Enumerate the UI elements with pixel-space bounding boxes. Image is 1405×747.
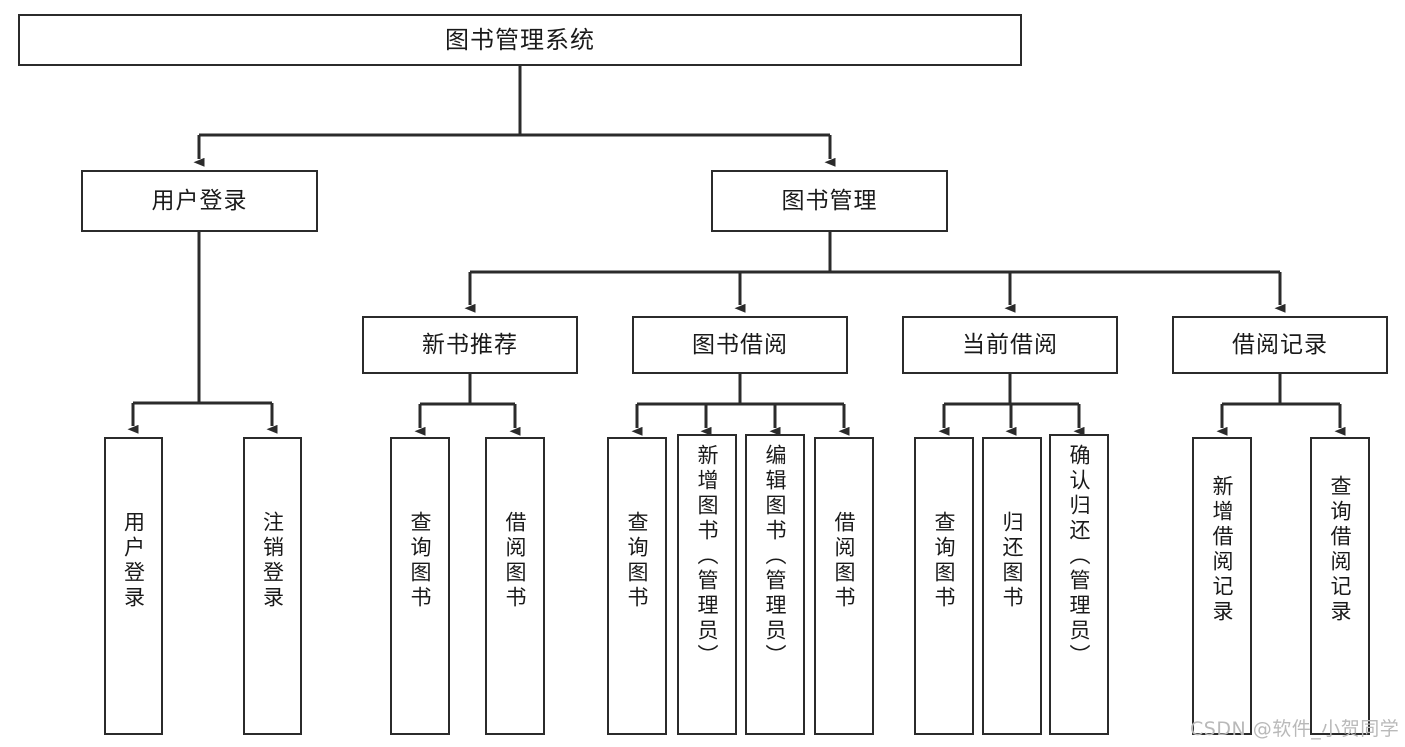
leaf-return-book[interactable]: 归还图书 (982, 437, 1042, 735)
node-borrow-record-label: 借阅记录 (1232, 331, 1328, 358)
node-book-borrow[interactable]: 图书借阅 (632, 316, 848, 374)
node-borrow-record[interactable]: 借阅记录 (1172, 316, 1388, 374)
node-current-borrow[interactable]: 当前借阅 (902, 316, 1118, 374)
leaf-add-record-label: 新增借阅记录 (1210, 475, 1235, 625)
leaf-add-record[interactable]: 新增借阅记录 (1192, 437, 1252, 735)
node-root-label: 图书管理系统 (445, 26, 595, 54)
leaf-query-book-3-label: 查询图书 (932, 511, 957, 611)
leaf-borrow-book-1[interactable]: 借阅图书 (485, 437, 545, 735)
leaf-query-record[interactable]: 查询借阅记录 (1310, 437, 1370, 735)
leaf-edit-book[interactable]: 编辑图书（管理员） (745, 434, 805, 735)
leaf-confirm-return[interactable]: 确认归还（管理员） (1049, 434, 1109, 735)
leaf-query-book-1[interactable]: 查询图书 (390, 437, 450, 735)
leaf-confirm-return-label: 确认归还（管理员） (1067, 444, 1092, 669)
node-user-login[interactable]: 用户登录 (81, 170, 318, 232)
leaf-borrow-book-1-label: 借阅图书 (503, 511, 528, 611)
leaf-query-book-2-label: 查询图书 (625, 511, 650, 611)
node-book-manage-label: 图书管理 (781, 187, 878, 214)
watermark-credit: CSDN @软件_小贺同学 (1190, 718, 1400, 740)
leaf-edit-book-label: 编辑图书（管理员） (763, 444, 788, 669)
leaf-logout-label: 注销登录 (260, 511, 285, 611)
leaf-query-book-3[interactable]: 查询图书 (914, 437, 974, 735)
leaf-user-login-label: 用户登录 (121, 511, 146, 611)
leaf-query-book-2[interactable]: 查询图书 (607, 437, 667, 735)
node-new-book-recommend[interactable]: 新书推荐 (362, 316, 578, 374)
node-current-borrow-label: 当前借阅 (962, 331, 1058, 358)
leaf-return-book-label: 归还图书 (1000, 511, 1025, 611)
node-new-book-recommend-label: 新书推荐 (422, 331, 518, 358)
leaf-user-login[interactable]: 用户登录 (104, 437, 163, 735)
leaf-query-book-1-label: 查询图书 (408, 511, 433, 611)
leaf-query-record-label: 查询借阅记录 (1328, 475, 1353, 625)
leaf-logout[interactable]: 注销登录 (243, 437, 302, 735)
node-root-system[interactable]: 图书管理系统 (18, 14, 1022, 66)
node-user-login-label: 用户登录 (151, 187, 248, 214)
leaf-borrow-book-2[interactable]: 借阅图书 (814, 437, 874, 735)
node-book-borrow-label: 图书借阅 (692, 331, 788, 358)
leaf-borrow-book-2-label: 借阅图书 (832, 511, 857, 611)
leaf-add-book-label: 新增图书（管理员） (695, 444, 720, 669)
leaf-add-book[interactable]: 新增图书（管理员） (677, 434, 737, 735)
node-book-manage[interactable]: 图书管理 (711, 170, 948, 232)
